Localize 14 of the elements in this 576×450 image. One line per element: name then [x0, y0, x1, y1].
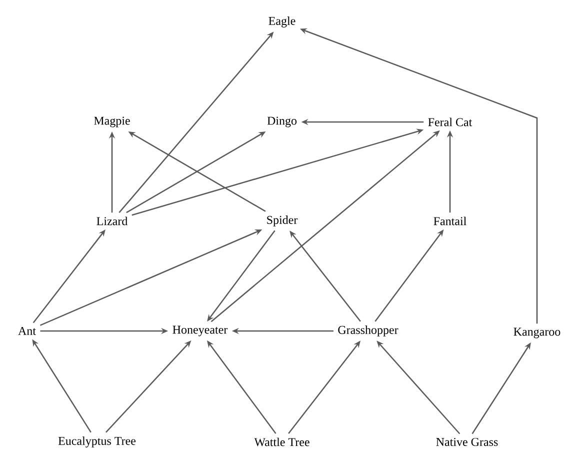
species-label: Magpie — [94, 116, 130, 128]
species-label: Wattle Tree — [254, 438, 310, 446]
species-label: Native Grass — [436, 438, 498, 446]
species-label: Feral Cat — [428, 118, 472, 126]
species-label: Eagle — [268, 16, 296, 28]
species-label: Lizard — [96, 216, 128, 226]
species-label: Eucalyptus Tree — [58, 436, 136, 448]
species-label: Grasshopper — [338, 326, 398, 336]
species-label: Spider — [267, 216, 298, 226]
species-label: Ant — [18, 326, 36, 335]
species-label: Fantail — [434, 216, 466, 226]
species-label: Honeyeater — [172, 326, 228, 336]
species-label: Dingo — [267, 116, 297, 128]
species-label: Kangaroo — [514, 328, 560, 338]
